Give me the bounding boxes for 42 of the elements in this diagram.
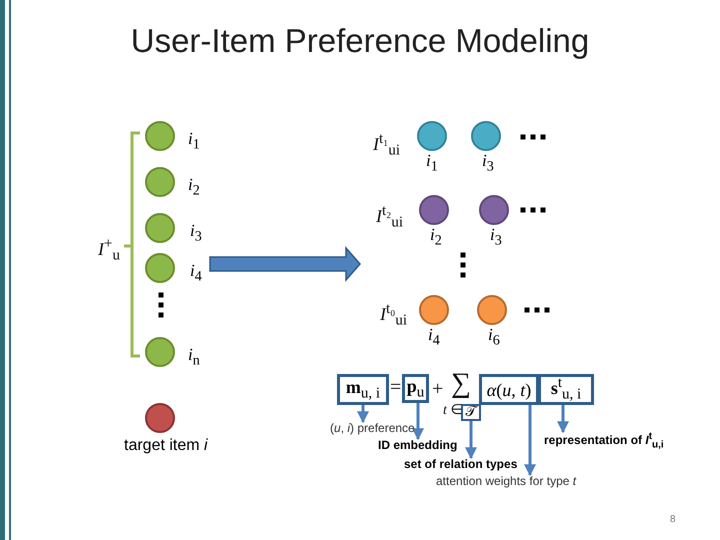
formula-symbol: = [390,377,402,397]
item-label: i$_{1}$ [426,152,438,174]
page-number: 8 [670,515,676,525]
annotation-text: set of relation types [404,458,518,470]
title: User-Item Preference Modeling [130,24,590,57]
annotation-text: (u, i) preference [330,422,415,434]
formula-term-box: 𝒯 [461,404,481,421]
item-label: i$_{3}$ [490,226,502,248]
arrow [465,421,477,460]
item-circle [419,295,449,325]
item-circle [479,195,509,225]
arrow [357,405,369,424]
item-label: i$_{2}$ [430,226,442,248]
formula-term-box: α(u, t) [479,374,539,405]
item-label: i$_{6}$ [488,326,500,348]
formula-term-box: p$_{u}$ [402,374,429,403]
formula-term-box: m$_{u, i}$ [337,374,389,405]
item-label: i$_{1}$ [188,130,200,152]
item-circle [145,337,175,367]
item-circle [145,121,175,151]
item-label: i$_{2}$ [188,176,200,198]
arrow [557,405,569,434]
arrow [524,405,536,476]
item-label: i$_{3}$ [482,152,494,174]
item-circle [419,195,449,225]
item-circle [145,253,175,283]
item-circle [477,295,507,325]
item-label: i$_{3}$ [190,222,202,244]
arrow [412,403,424,440]
item-label: target item i [124,438,208,454]
item-circle [145,213,175,243]
formula-symbol: ∑ [451,370,471,398]
item-label: i$_{4}$ [190,262,202,284]
annotation-text: ID embedding [378,439,458,451]
item-circle [145,167,175,197]
item-circle [145,403,175,433]
formula-symbol: + [432,379,444,399]
item-circle [471,121,501,151]
item-circle [417,121,447,151]
item-label: i$_{4}$ [428,326,440,348]
item-label: i$_{n}$ [188,346,200,368]
annotation-text: attention weights for type t [436,475,576,487]
